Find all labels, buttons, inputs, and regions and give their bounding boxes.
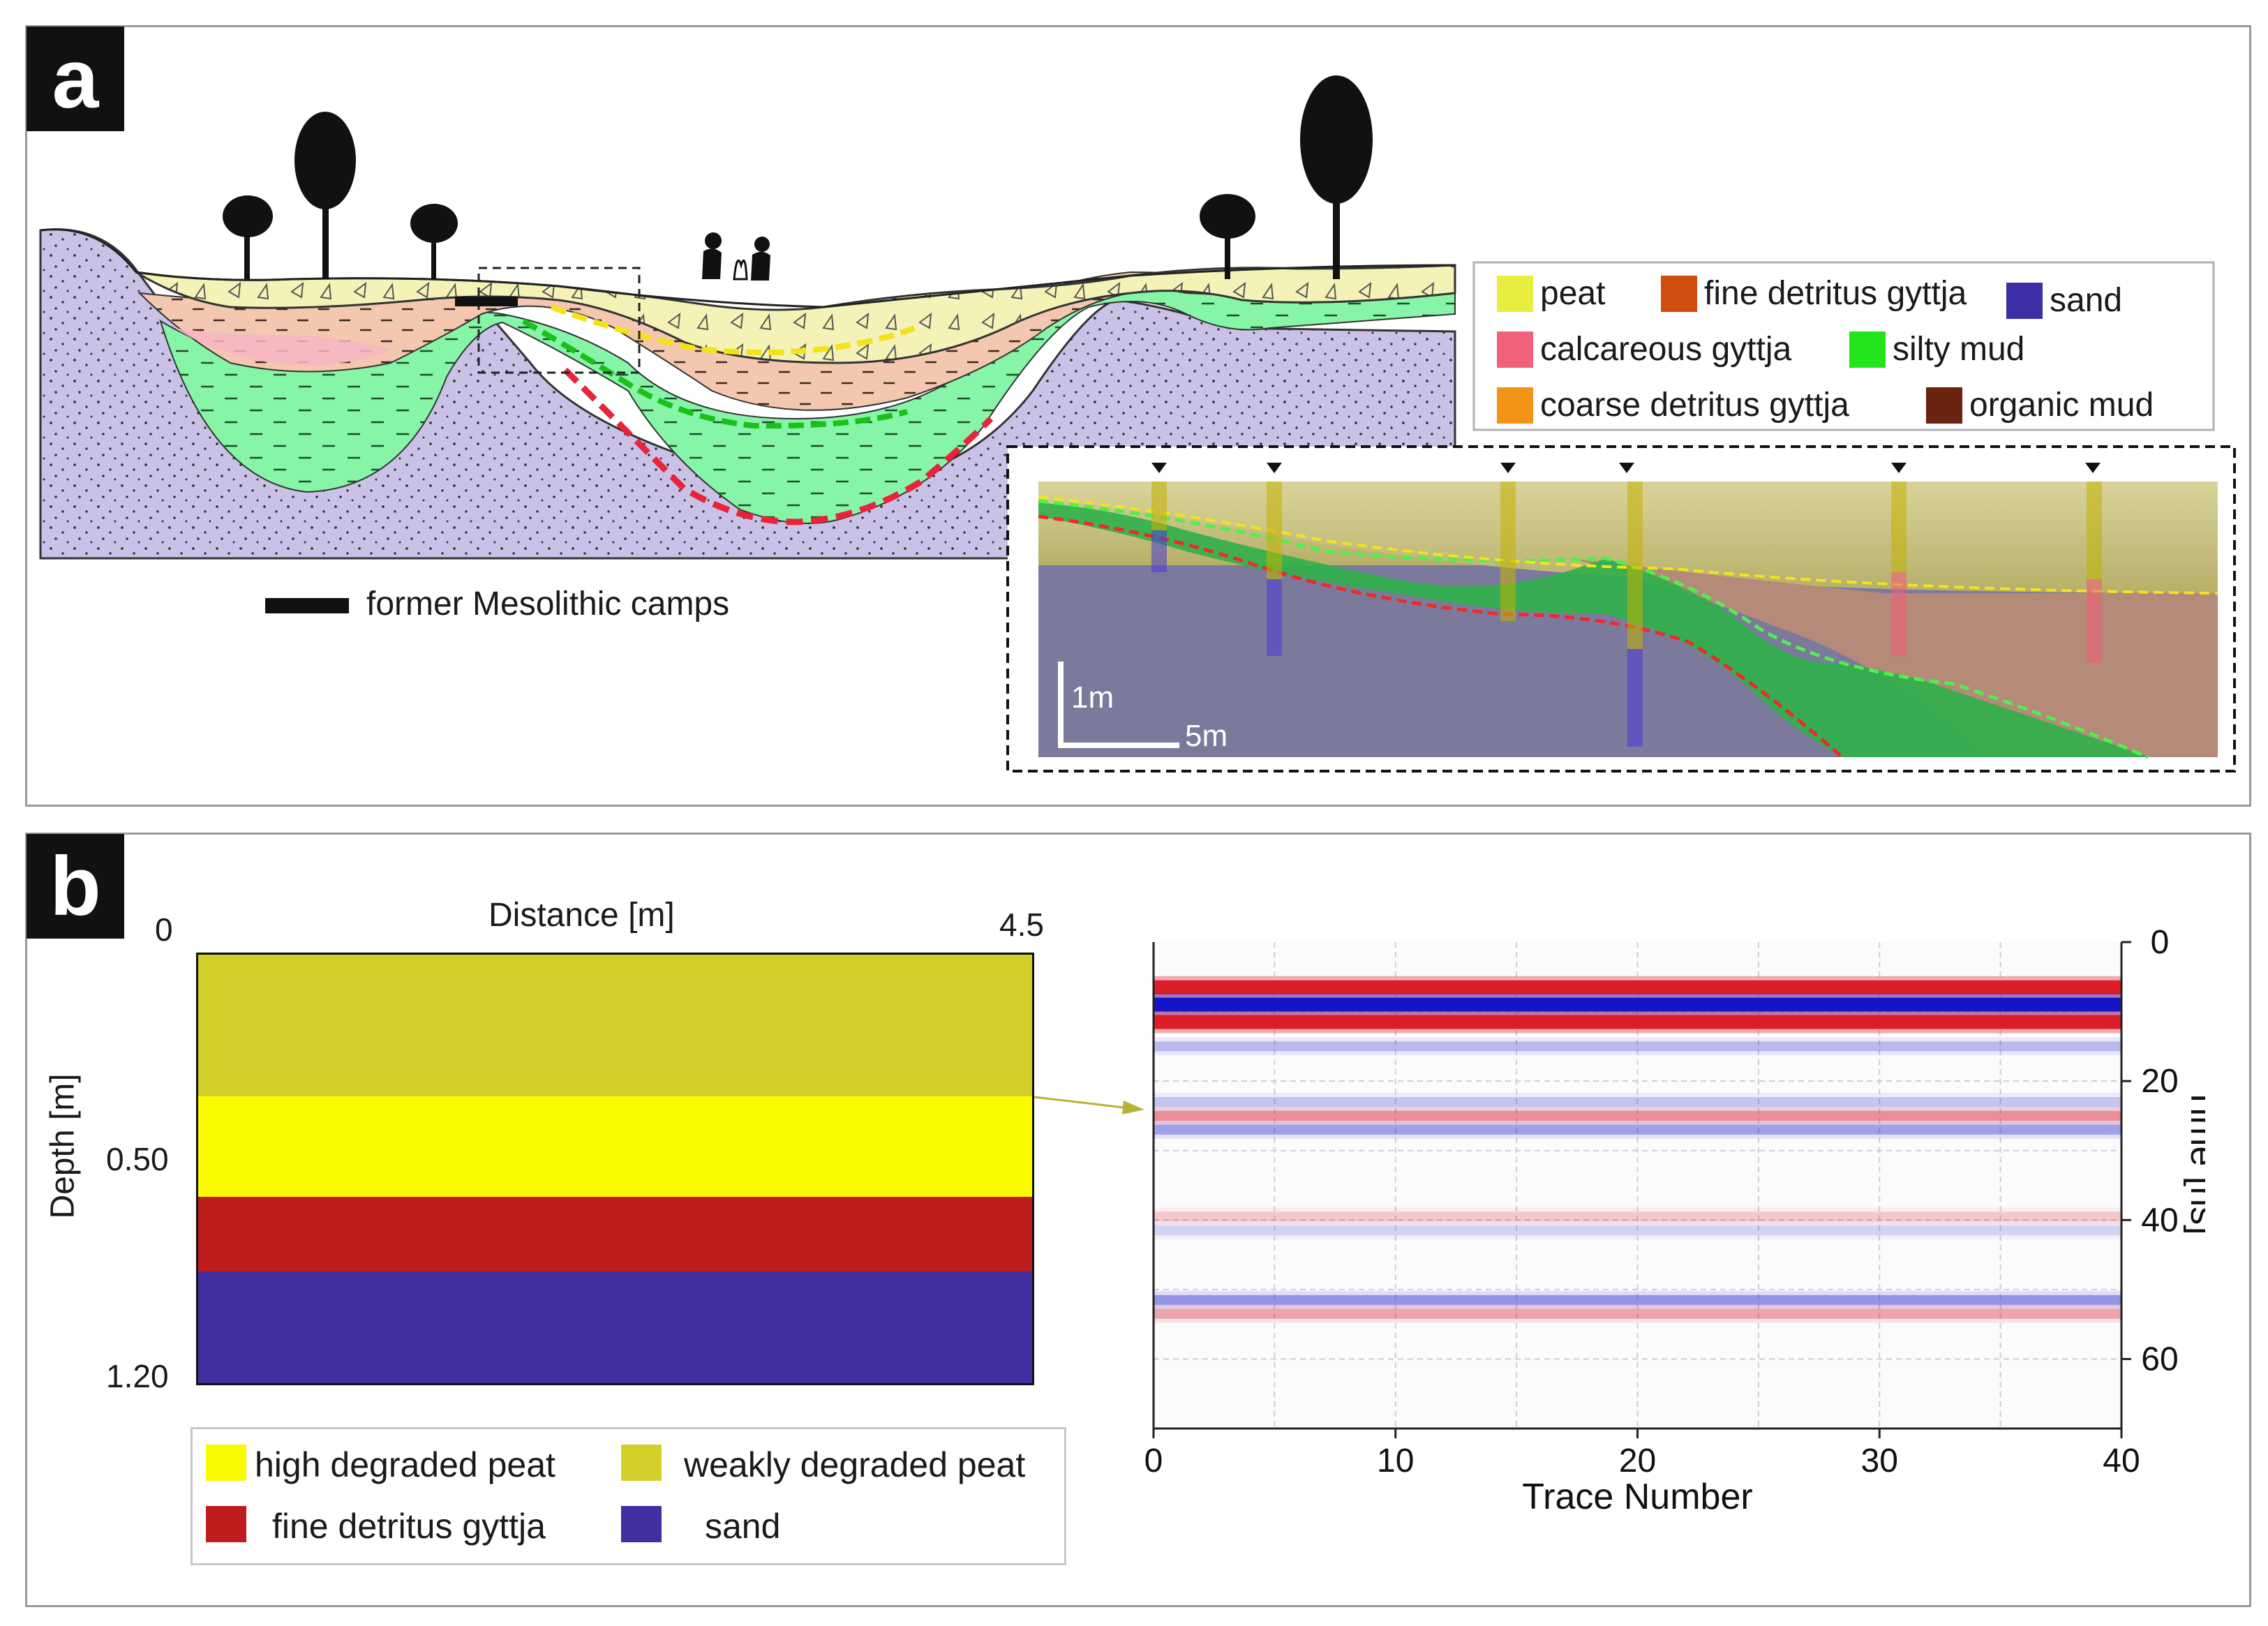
legend-label: silty mud [1893, 331, 2025, 368]
scale-vertical-label: 1m [1071, 680, 1114, 715]
legend-b-swatch-weakly-degraded-peat [621, 1445, 662, 1481]
model-y-tick-0: 0.50 [106, 1141, 169, 1177]
model-y-title: Depth [m] [44, 1073, 82, 1219]
reflection-halo [1154, 1221, 2121, 1240]
x-tick-label: 20 [1619, 1442, 1656, 1479]
model-layer-high-degraded-peat [198, 1096, 1032, 1197]
model-x-tick-0: 0 [155, 911, 173, 948]
x-tick-label: 10 [1377, 1442, 1414, 1479]
legend-swatch-silty-mud [1849, 331, 1886, 368]
reflection-band [1154, 1211, 2121, 1222]
legend-b-label: high degraded peat [255, 1445, 555, 1484]
legend-b-label: weakly degraded peat [684, 1445, 1026, 1484]
model-layer-fine-detritus-gyttja [198, 1196, 1032, 1272]
legend-swatch-sand [2006, 283, 2043, 319]
x-axis-label: Trace Number [1522, 1477, 1752, 1517]
legend-label: sand [2050, 282, 2123, 319]
reflection-band [1154, 1097, 2121, 1107]
camps-legend-label: former Mesolithic camps [366, 585, 730, 622]
model-x-tick-1: 4.5 [999, 907, 1044, 943]
tree-icon [223, 75, 1373, 279]
legend-label: coarse detritus gyttja [1540, 387, 1849, 424]
silty-mud-body [159, 283, 1456, 524]
y-axis-label: Time [ns] [2183, 1087, 2205, 1235]
reflection-band [1154, 980, 2121, 994]
reflection-halo [1154, 1290, 2121, 1309]
reflection-band [1154, 1124, 2121, 1135]
reflection-halo [1154, 1304, 2121, 1323]
legend-b-label: fine detritus gyttja [272, 1507, 546, 1546]
panel-b-label: b [27, 834, 124, 939]
calcareous-lens [174, 328, 391, 366]
legend-swatch-fine-detritus-gyttja [1661, 276, 1697, 312]
reflection-band [1154, 1041, 2121, 1052]
legend-swatch-peat [1497, 276, 1533, 312]
legend-b-swatch-high-degraded-peat [206, 1445, 246, 1481]
reflection-band [1154, 1308, 2121, 1319]
camp-marker [455, 297, 518, 306]
scale-bar [1058, 662, 1179, 748]
x-tick-label: 0 [1144, 1442, 1163, 1479]
camps-legend-swatch [265, 598, 349, 613]
campfire-figures-icon [702, 232, 770, 281]
reflection-halo [1154, 1093, 2121, 1112]
legend-swatch-organic-mud [1926, 387, 1962, 424]
green-dashed-horizon [522, 318, 909, 429]
gpr-silty-mud [1038, 502, 2149, 757]
reflection-band [1154, 1015, 2121, 1029]
legend-swatch-calcareous-gyttja [1497, 331, 1533, 368]
inset-region-box [477, 267, 641, 374]
yellow-dashed-horizon [550, 304, 916, 355]
legend-swatch-coarse-detritus-gyttja [1497, 387, 1533, 424]
gpr-profile [1038, 463, 2218, 759]
y-tick-label: 40 [2141, 1202, 2178, 1239]
model-layer-sand [198, 1271, 1032, 1384]
reflection-band [1154, 1295, 2121, 1305]
model-x-title: Distance [m] [488, 897, 675, 934]
y-tick-label: 0 [2151, 924, 2170, 961]
legend-label: organic mud [1969, 387, 2154, 424]
gpr-borehole-markers [1151, 463, 2101, 473]
reflection-band [1154, 997, 2121, 1012]
legend-label: fine detritus gyttja [1704, 275, 1967, 312]
legend-b-label: sand [705, 1507, 781, 1546]
reflection-halo [1154, 1207, 2121, 1226]
reflection-band [1154, 1225, 2121, 1236]
legend-b-swatch-sand [621, 1506, 662, 1542]
y-tick-label: 60 [2141, 1341, 2178, 1378]
model-layer-weakly-degraded-peat [198, 955, 1032, 1096]
y-tick-label: 20 [2141, 1063, 2178, 1100]
legend-box [1472, 261, 2215, 431]
reflection-band [1154, 1110, 2121, 1121]
panel-a-label: a [27, 27, 124, 131]
x-tick-label: 30 [1861, 1442, 1898, 1479]
reflection-halo [1154, 1120, 2121, 1139]
red-dashed-horizon [562, 367, 994, 525]
reflection-halo [1154, 1037, 2121, 1056]
x-tick-label: 40 [2103, 1442, 2140, 1479]
model-layers [196, 953, 1034, 1385]
scale-horizontal-label: 5m [1185, 719, 1228, 753]
legend-b-swatch-fine-detritus-gyttja [206, 1506, 246, 1542]
panel-a-figure [39, 75, 2236, 773]
panel-b-legend [191, 1427, 1066, 1565]
model-to-radargram-arrow [1034, 1096, 1144, 1114]
reflection-halo [1154, 1106, 2121, 1125]
model-y-tick-1: 1.20 [106, 1358, 169, 1394]
legend-label: peat [1540, 275, 1606, 312]
legend-label: calcareous gyttja [1540, 331, 1792, 368]
